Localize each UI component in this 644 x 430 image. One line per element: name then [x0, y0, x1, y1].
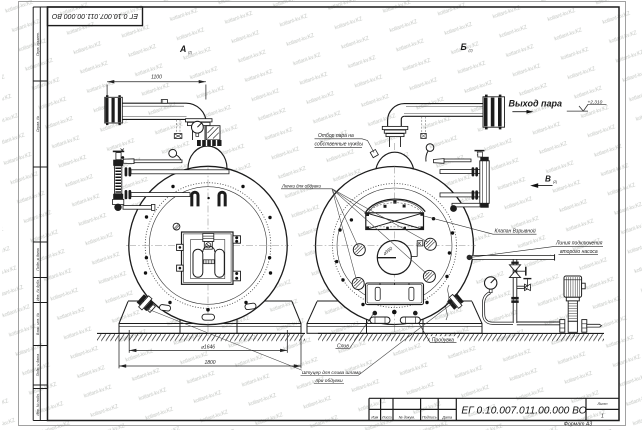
svg-text:Формат А3: Формат А3: [564, 421, 592, 427]
svg-text:второго насоса: второго насоса: [560, 249, 598, 255]
svg-text:Слив: Слив: [337, 343, 349, 349]
svg-text:собственные нужды: собственные нужды: [315, 142, 364, 148]
svg-text:Отбор пара на: Отбор пара на: [318, 133, 354, 139]
svg-text:+2,310: +2,310: [588, 99, 603, 105]
svg-text:Лист: Лист: [596, 401, 608, 406]
svg-text:Лючки для обдувки: Лючки для обдувки: [281, 183, 321, 188]
svg-text:Взам. инв. №: Взам. инв. №: [36, 313, 40, 335]
svg-text:Клапан Взрывной: Клапан Взрывной: [495, 227, 536, 234]
svg-text:Подп. и дата: Подп. и дата: [36, 248, 40, 271]
svg-text:№ докум.: № докум.: [399, 415, 415, 419]
svg-text:1: 1: [601, 414, 604, 420]
svg-text:ЕГ 0.10.007.011.00.000 ВО: ЕГ 0.10.007.011.00.000 ВО: [51, 12, 138, 19]
svg-text:Продувка: Продувка: [432, 338, 454, 344]
svg-text:1100: 1100: [151, 75, 162, 81]
svg-text:Дата: Дата: [441, 415, 452, 419]
svg-text:ЕГ 0.10.007.011.00.000 ВО: ЕГ 0.10.007.011.00.000 ВО: [461, 405, 586, 416]
svg-text:1800: 1800: [204, 360, 215, 366]
svg-text:Инв. № подл.: Инв. № подл.: [36, 393, 40, 415]
svg-text:⌀350: ⌀350: [382, 246, 394, 257]
svg-text:Выход пара: Выход пара: [509, 98, 563, 108]
svg-text:А: А: [179, 44, 186, 54]
svg-text:Перв. примен.: Перв. примен.: [36, 32, 40, 56]
svg-text:В: В: [545, 175, 551, 184]
svg-text:Справ. №: Справ. №: [36, 116, 40, 132]
svg-text:при обдувки: при обдувки: [316, 378, 343, 384]
svg-text:Изм: Изм: [371, 415, 378, 419]
svg-text:Подп. и дата: Подп. и дата: [36, 354, 40, 377]
svg-text:(2): (2): [469, 49, 473, 53]
svg-text:Лист: Лист: [381, 415, 392, 419]
svg-text:(2): (2): [188, 51, 192, 55]
svg-text:⌀1646: ⌀1646: [201, 344, 215, 350]
svg-text:Штуцер для слива шлама: Штуцер для слива шлама: [302, 370, 361, 376]
svg-text:К: К: [418, 241, 421, 246]
svg-text:(2): (2): [553, 180, 557, 184]
svg-text:Инв. № дубл.: Инв. № дубл.: [36, 279, 40, 301]
svg-text:Подпись: Подпись: [422, 415, 437, 419]
svg-text:Б: Б: [461, 42, 467, 52]
svg-text:Линия подключения: Линия подключения: [555, 241, 603, 247]
